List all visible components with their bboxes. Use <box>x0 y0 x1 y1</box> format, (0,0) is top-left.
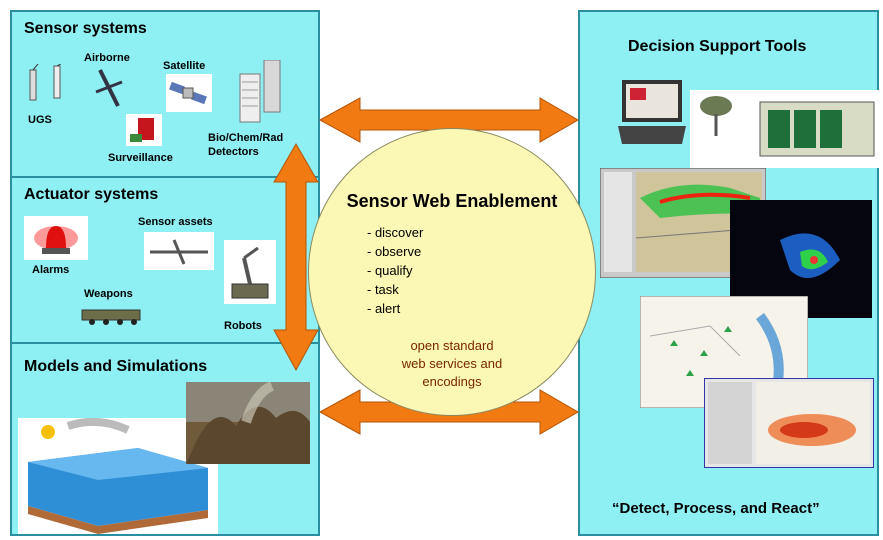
decision-support-title: Decision Support Tools <box>628 38 807 55</box>
tagline-line: web services and <box>401 356 503 371</box>
ugs-sensor-icon <box>29 64 62 101</box>
surveillance-camera-icon <box>126 114 162 146</box>
biochem-label-line2: Detectors <box>208 146 259 158</box>
detector-cabinet-icon <box>239 60 281 123</box>
open-standard-tagline: open standard web services and encodings <box>309 337 595 391</box>
vertical-arrow <box>273 143 319 372</box>
weapons-vehicle-icon <box>81 309 141 325</box>
capability-item: - task <box>367 282 399 297</box>
surveillance-label: Surveillance <box>108 152 173 164</box>
models-simulations-title: Models and Simulations <box>24 358 208 375</box>
uav-drone-icon <box>144 232 214 270</box>
satellite-icon <box>166 74 212 112</box>
terrain-simulation-diagram <box>18 418 218 534</box>
airborne-label: Airborne <box>84 52 130 64</box>
sensor-web-enablement-title: Sensor Web Enablement <box>346 191 558 211</box>
alarm-light-icon <box>24 216 88 260</box>
detect-process-react-quote: “Detect, Process, and React” <box>612 500 820 517</box>
capability-item: - alert <box>367 301 401 316</box>
biochem-label-line1: Bio/Chem/Rad <box>208 132 284 144</box>
plume-model-window <box>704 378 874 468</box>
sensor-systems-title: Sensor systems <box>24 20 147 37</box>
laptop-icon <box>618 80 686 144</box>
tagline-line: encodings <box>422 374 482 389</box>
ugs-label: UGS <box>28 114 52 126</box>
weapons-label: Weapons <box>84 288 133 300</box>
smoke-photo <box>186 382 310 464</box>
alarms-label: Alarms <box>32 264 70 276</box>
capability-list: - discover - observe - qualify - task - … <box>367 223 423 318</box>
capability-item: - discover <box>367 225 424 240</box>
actuator-systems-title: Actuator systems <box>24 186 159 203</box>
tagline-line: open standard <box>410 338 494 353</box>
top-horizontal-arrow <box>318 97 579 143</box>
sensor-assets-label: Sensor assets <box>138 216 213 228</box>
capability-item: - qualify <box>367 263 413 278</box>
robots-label: Robots <box>224 320 262 332</box>
airborne-drone-icon <box>95 69 123 107</box>
robot-icon <box>224 240 276 304</box>
sensor-web-enablement-circle: Sensor Web Enablement - discover - obser… <box>308 128 596 416</box>
capability-item: - observe <box>367 244 422 259</box>
command-shelter-icon <box>690 90 880 168</box>
satellite-label: Satellite <box>163 60 206 72</box>
